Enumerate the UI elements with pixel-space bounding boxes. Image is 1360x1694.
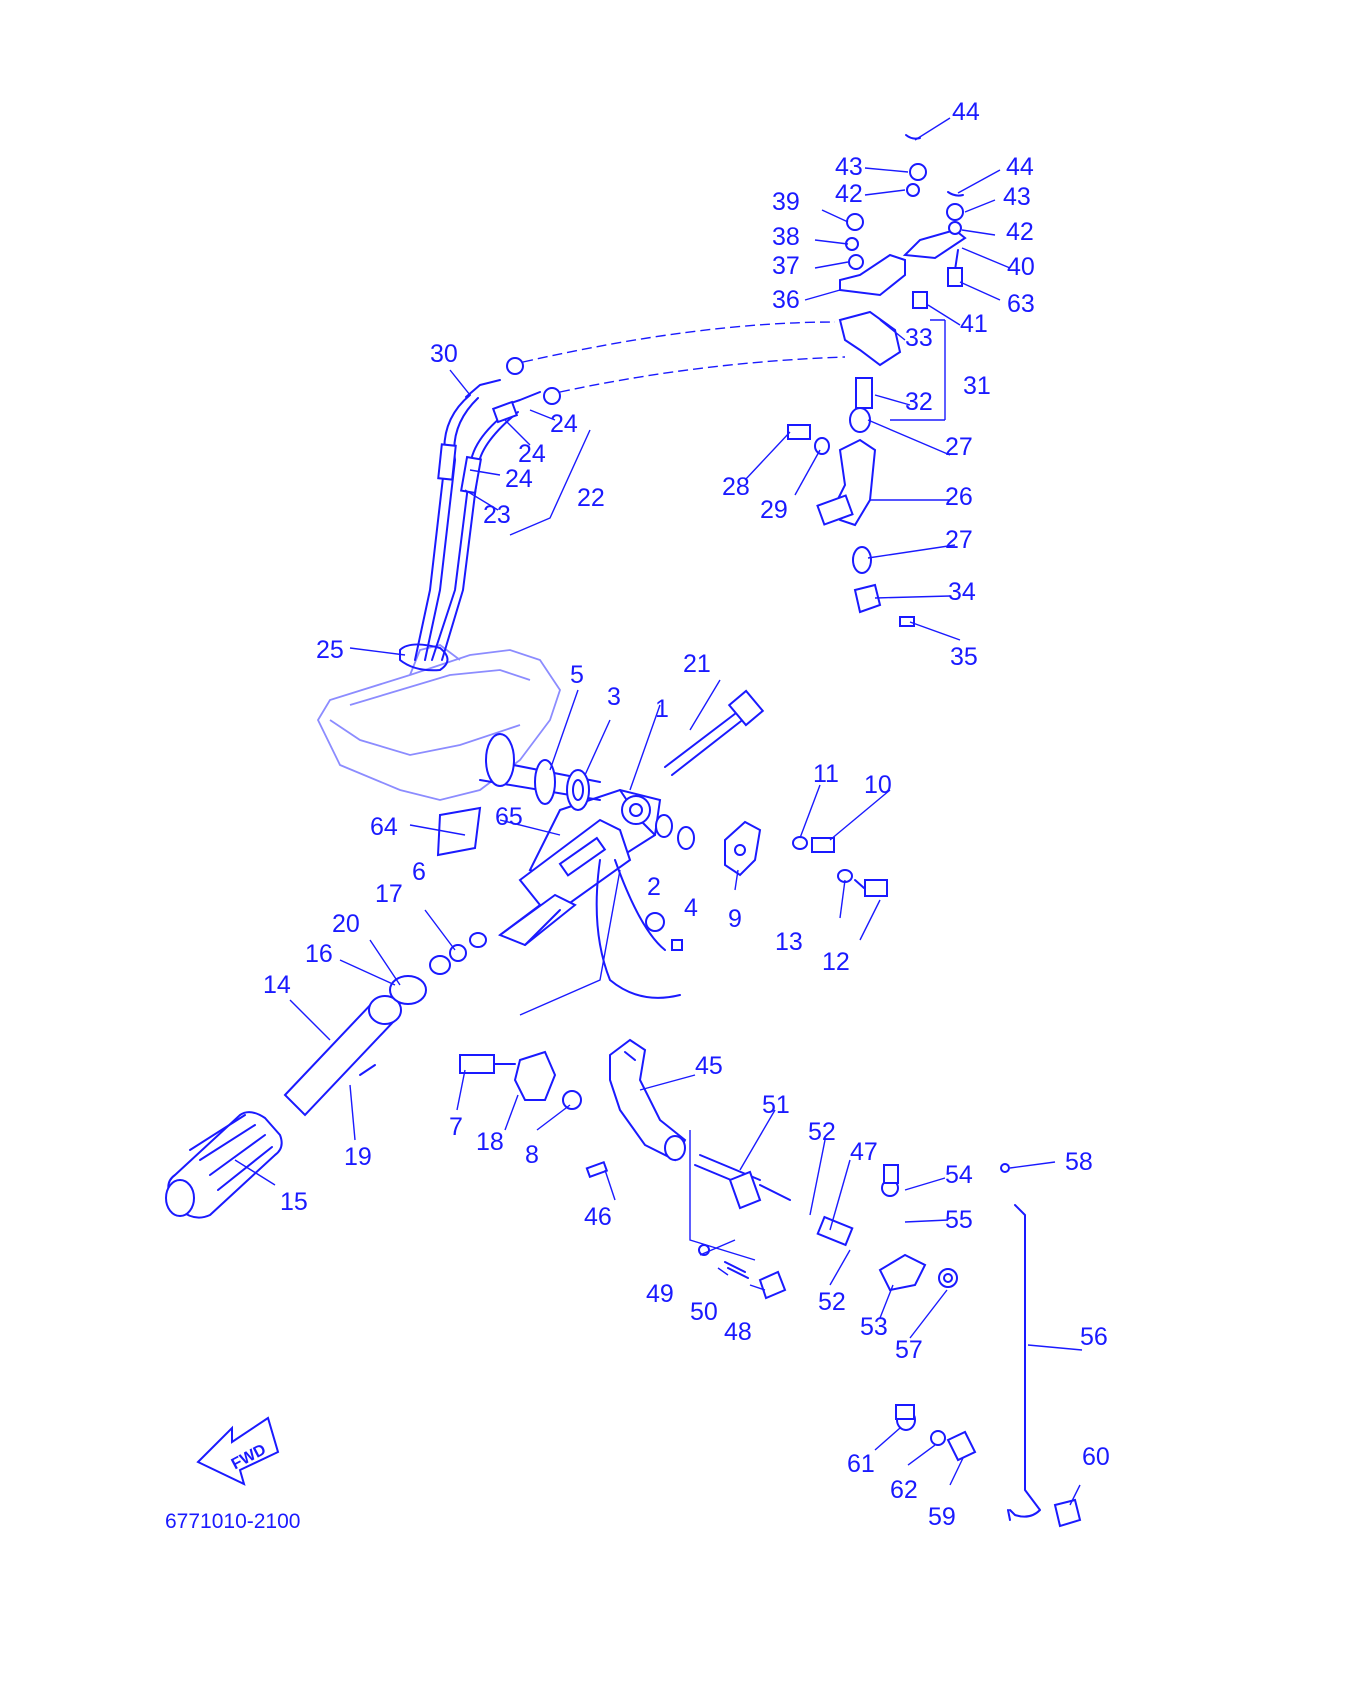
stop-switch-wires	[595, 859, 683, 999]
callout-61: 61	[847, 1450, 875, 1478]
upper-linkage	[838, 134, 967, 409]
callout-14: 14	[263, 971, 291, 999]
throttle-shaft	[664, 689, 765, 776]
callout-25: 25	[316, 636, 344, 664]
callout-18: 18	[476, 1128, 504, 1156]
tiller-arm	[497, 818, 632, 947]
callout-10: 10	[864, 771, 892, 799]
callout-22: 22	[577, 484, 605, 512]
callout-8: 8	[525, 1141, 539, 1169]
callout-65: 65	[495, 803, 523, 831]
callout-27b: 27	[945, 526, 973, 554]
throttle-cam	[655, 814, 762, 877]
callout-38: 38	[772, 223, 800, 251]
callout-55: 55	[945, 1206, 973, 1234]
leader-lines	[234, 117, 1083, 1506]
bolts-right	[792, 836, 888, 897]
bottom-cowling-bracket	[316, 644, 561, 801]
steering-tube	[479, 733, 601, 811]
callout-47: 47	[850, 1138, 878, 1166]
callout-54: 54	[945, 1161, 973, 1189]
decal	[436, 806, 482, 857]
callout-62: 62	[890, 1476, 918, 1504]
drawing-number: 6771010-2100	[165, 1510, 300, 1533]
callout-19: 19	[344, 1143, 372, 1171]
callout-43a: 43	[835, 153, 863, 181]
throttle-cables	[399, 357, 561, 672]
callout-40: 40	[1007, 253, 1035, 281]
callout-27a: 27	[945, 433, 973, 461]
callout-42a: 42	[835, 180, 863, 208]
callout-46: 46	[584, 1203, 612, 1231]
callout-2: 2	[647, 873, 661, 901]
callout-24c: 24	[505, 465, 533, 493]
callout-43b: 43	[1003, 183, 1031, 211]
callout-9: 9	[728, 905, 742, 933]
callout-63: 63	[1007, 290, 1035, 318]
callout-34: 34	[948, 578, 976, 606]
throttle-arm	[787, 407, 915, 627]
callout-30: 30	[430, 340, 458, 368]
friction-assembly	[459, 1050, 582, 1110]
callout-28: 28	[722, 473, 750, 501]
detent-parts	[585, 1160, 787, 1300]
callout-59: 59	[928, 1503, 956, 1531]
callout-24b: 24	[518, 440, 546, 468]
shift-lever	[609, 1038, 687, 1162]
callout-11: 11	[813, 760, 839, 788]
callout-41: 41	[960, 310, 988, 338]
forward-direction-arrow: FWD	[196, 1416, 280, 1486]
callout-33: 33	[905, 324, 933, 352]
throttle-grip	[165, 932, 487, 1219]
callout-52a: 52	[808, 1118, 836, 1146]
callout-15: 15	[280, 1188, 308, 1216]
callout-39: 39	[772, 188, 800, 216]
callout-21: 21	[683, 650, 711, 678]
callout-26: 26	[945, 483, 973, 511]
callout-1: 1	[655, 695, 669, 723]
callout-3: 3	[607, 683, 621, 711]
callout-44a: 44	[952, 98, 980, 126]
callout-52b: 52	[818, 1288, 846, 1316]
cable-route-lower	[559, 356, 846, 393]
callout-29: 29	[760, 496, 788, 524]
callout-58: 58	[1065, 1148, 1093, 1176]
callout-45: 45	[695, 1052, 723, 1080]
callout-44b: 44	[1006, 153, 1034, 181]
callout-37: 37	[772, 252, 800, 280]
callout-49: 49	[646, 1280, 674, 1308]
callout-50: 50	[690, 1298, 718, 1326]
callout-57: 57	[895, 1336, 923, 1364]
callout-12: 12	[822, 948, 850, 976]
shift-rod	[895, 1163, 1082, 1528]
callout-13: 13	[775, 928, 803, 956]
callout-64: 64	[370, 813, 398, 841]
callout-56: 56	[1080, 1323, 1108, 1351]
callout-42b: 42	[1006, 218, 1034, 246]
cable-route-upper	[522, 321, 836, 363]
callout-17: 17	[375, 880, 403, 908]
callout-36: 36	[772, 286, 800, 314]
callout-32: 32	[905, 388, 933, 416]
shift-shaft	[694, 1154, 958, 1292]
callout-4: 4	[684, 894, 698, 922]
callout-16: 16	[305, 940, 333, 968]
callout-51: 51	[762, 1091, 790, 1119]
callout-7: 7	[449, 1113, 463, 1141]
callout-53: 53	[860, 1313, 888, 1341]
callout-5: 5	[570, 661, 584, 689]
callout-24a: 24	[550, 410, 578, 438]
part-callouts: 1 2 3 4 5 6 7 8 9 10 11 12 13 14 15 16 1…	[263, 98, 1110, 1531]
callout-23: 23	[483, 501, 511, 529]
callout-20: 20	[332, 910, 360, 938]
callout-31: 31	[963, 372, 991, 400]
callout-60: 60	[1082, 1443, 1110, 1471]
callout-48: 48	[724, 1318, 752, 1346]
callout-6: 6	[412, 858, 426, 886]
callout-35: 35	[950, 643, 978, 671]
